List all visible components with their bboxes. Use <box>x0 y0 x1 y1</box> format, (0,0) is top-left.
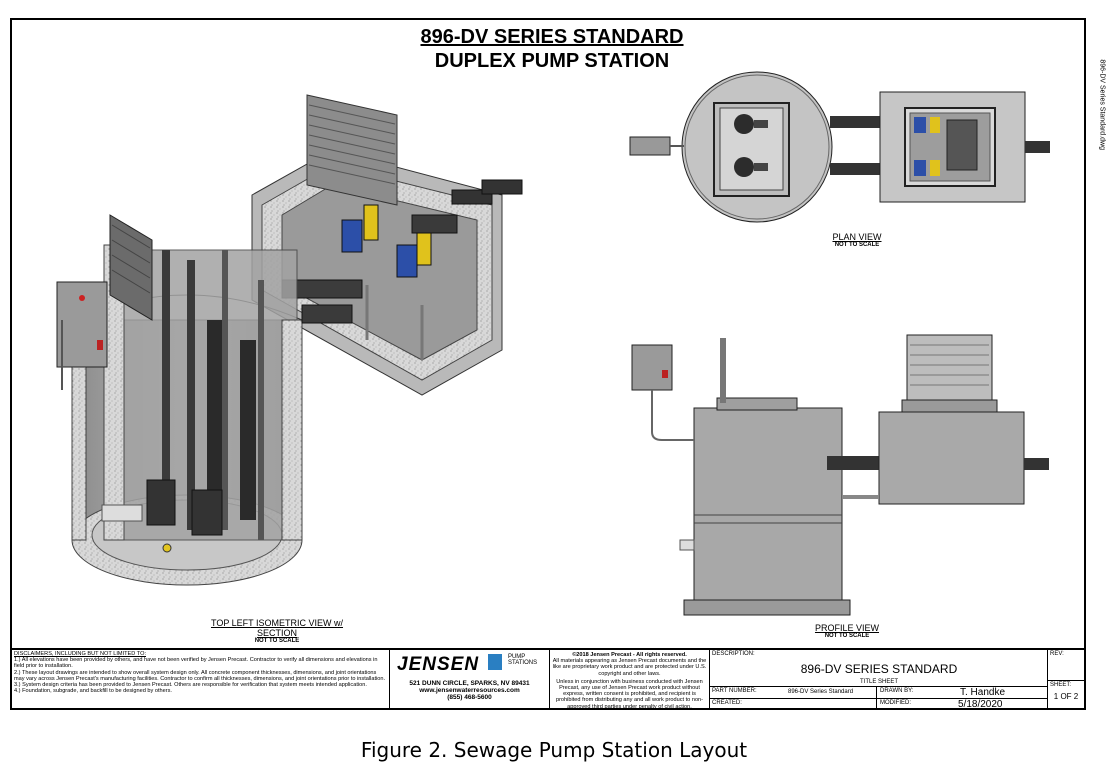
profile-view-title: PROFILE VIEW <box>814 623 879 633</box>
disclaimer-1: 1.) All elevations have been provided by… <box>14 657 378 670</box>
company-logo: JENSEN PUMP STATIONS <box>390 654 549 676</box>
plan-view-title: PLAN VIEW <box>832 232 882 242</box>
drawing-title-line2: DUPLEX PUMP STATION <box>434 50 670 72</box>
disclaimer-4: 4.) Foundation, subgrade, and backfill t… <box>14 688 172 695</box>
company-phone: (855) 468-5600 <box>447 694 492 701</box>
description-cell: DESCRIPTION: 896-DV SERIES STANDARD TITL… <box>710 650 1048 710</box>
plan-view-scale: NOT TO SCALE <box>834 242 880 248</box>
sheet-subtitle: TITLE SHEET <box>859 679 898 685</box>
rev-sheet-cell: REV: SHEET: 1 OF 2 <box>1048 650 1084 710</box>
logo-subtext: PUMP STATIONS <box>507 654 538 666</box>
isometric-view-scale: NOT TO SCALE <box>254 638 300 644</box>
drawn-by-value: T. Handke <box>960 687 1006 698</box>
disclaimer-3: 3.) System design criteria has been prov… <box>14 682 367 689</box>
disclaimer-cell: DISCLAIMERS, INCLUDING BUT NOT LIMITED T… <box>12 650 390 710</box>
usage-text: Unless in conjunction with business cond… <box>555 678 704 710</box>
created-label: CREATED: <box>712 700 742 706</box>
copyright-cell: ©2018 Jensen Precast - All rights reserv… <box>550 650 710 710</box>
logo-mark-icon <box>487 654 502 670</box>
profile-view-scale: NOT TO SCALE <box>824 633 870 639</box>
disclaimer-heading: DISCLAIMERS, INCLUDING BUT NOT LIMITED T… <box>14 651 146 657</box>
description-value: 896-DV SERIES STANDARD <box>800 662 958 676</box>
modified-value: 5/18/2020 <box>958 699 1003 710</box>
drawing-sheet: 896-DV SERIES STANDARD DUPLEX PUMP STATI… <box>10 18 1106 710</box>
sheet-label: SHEET: <box>1050 682 1072 688</box>
rev-label: REV: <box>1050 651 1064 657</box>
logo-wordmark: JENSEN <box>397 654 480 675</box>
sheet-value: 1 OF 2 <box>1053 692 1079 701</box>
profile-view-label: PROFILE VIEW NOT TO SCALE <box>797 623 897 639</box>
drawing-views <box>56 71 1050 616</box>
isometric-view-title: TOP LEFT ISOMETRIC VIEW w/ SECTION <box>210 618 344 638</box>
company-address: 521 DUNN CIRCLE, SPARKS, NV 89431 <box>409 680 530 687</box>
company-website: www.jensenwaterresources.com <box>419 687 520 694</box>
plan-view-drawing <box>629 71 1050 223</box>
copyright-text: All materials appearing as Jensen Precas… <box>552 658 707 677</box>
isometric-view-drawing <box>56 94 523 586</box>
description-label: DESCRIPTION: <box>712 651 755 657</box>
profile-view-drawing <box>631 334 1049 616</box>
plan-view-label: PLAN VIEW NOT TO SCALE <box>807 232 907 248</box>
part-number-value: 896-DV Series Standard <box>788 689 854 695</box>
isometric-view-label: TOP LEFT ISOMETRIC VIEW w/ SECTION NOT T… <box>192 618 362 644</box>
side-filename: 896-DV Series Standard.dwg <box>1099 59 1106 150</box>
drawn-by-label: DRAWN BY: <box>880 688 914 694</box>
disclaimer-2: 2.) These layout drawings are intended t… <box>14 669 386 682</box>
part-number-label: PART NUMBER: <box>712 688 757 694</box>
modified-label: MODIFIED: <box>880 700 911 706</box>
drawing-title-line1: 896-DV SERIES STANDARD <box>420 26 684 48</box>
title-block: DISCLAIMERS, INCLUDING BUT NOT LIMITED T… <box>12 648 1084 710</box>
figure-caption: Figure 2. Sewage Pump Station Layout <box>360 738 748 762</box>
copyright-heading: ©2018 Jensen Precast - All rights reserv… <box>572 652 687 658</box>
company-cell: JENSEN PUMP STATIONS 521 DUNN CIRCLE, SP… <box>390 650 550 710</box>
